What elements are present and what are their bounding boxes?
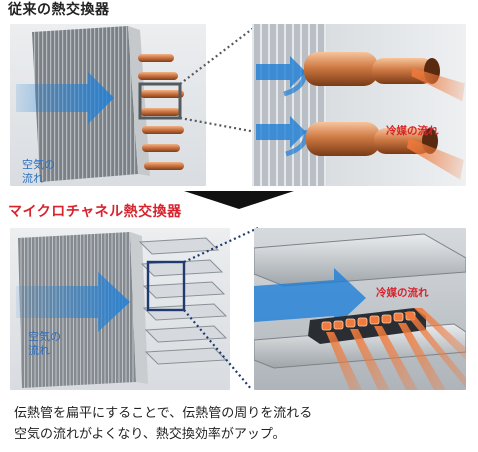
microchannel-title: マイクロチャネル熱交換器	[8, 204, 182, 220]
air-flow-label-bottom: 空気の流れ	[28, 330, 61, 357]
caption-line-1: 伝熱管を扁平にすることで、伝熱管の周りを流れる	[14, 406, 313, 421]
zoom-connector-top	[179, 25, 257, 134]
refrigerant-flow-label-top: 冷媒の流れ	[386, 125, 439, 137]
microchannel-closeup-image	[254, 228, 466, 390]
microchannel-overview-image	[10, 228, 230, 390]
zoom-connector-bottom	[183, 227, 259, 391]
air-flow-label-top: 空気の流れ	[22, 158, 55, 185]
conventional-closeup-image	[252, 24, 466, 186]
refrigerant-flow-label-bottom: 冷媒の流れ	[376, 287, 429, 299]
conventional-title: 従来の熱交換器	[8, 2, 110, 18]
caption-line-2: 空気の流れがよくなり、熱交換効率がアップ。	[14, 427, 286, 442]
caption: 伝熱管を扁平にすることで、伝熱管の周りを流れる 空気の流れがよくなり、熱交換効率…	[14, 403, 312, 445]
conventional-overview-image	[10, 24, 206, 186]
down-arrow-icon	[184, 191, 294, 209]
